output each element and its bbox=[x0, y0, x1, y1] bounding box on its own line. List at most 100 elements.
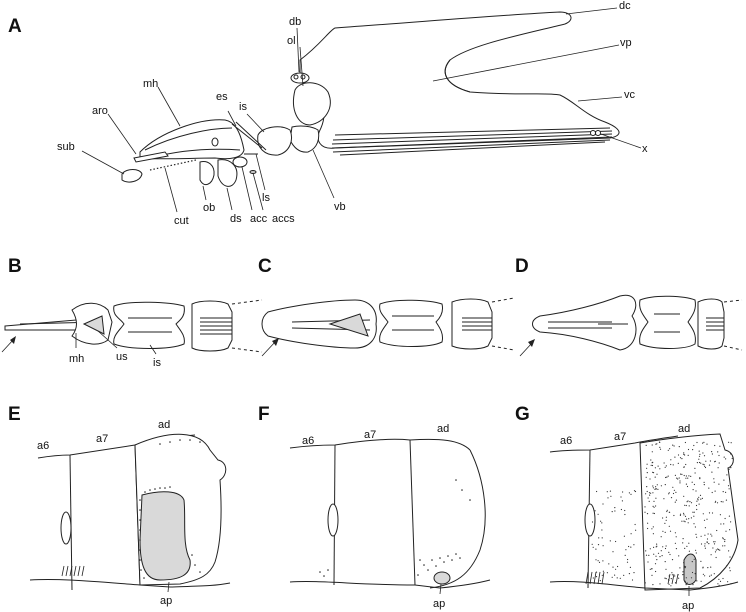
b-label-is: is bbox=[153, 357, 161, 369]
g-stipple bbox=[591, 441, 733, 587]
f-dorsal-line bbox=[289, 438, 471, 451]
e-oval bbox=[60, 511, 72, 545]
label-db: db bbox=[289, 16, 301, 28]
f-oval bbox=[327, 503, 339, 537]
vp-inner-curve bbox=[444, 59, 471, 93]
label-ob: ob bbox=[203, 202, 215, 214]
label-x: x bbox=[642, 143, 648, 155]
g-label-ap: ap bbox=[682, 600, 694, 612]
label-acc: acc bbox=[250, 213, 268, 225]
ds-lobe bbox=[217, 159, 238, 187]
panel-d: D bbox=[515, 256, 743, 357]
panel-g: G a6 a7 ad ap bbox=[515, 404, 739, 612]
c-head bbox=[261, 299, 377, 349]
es-rod bbox=[231, 123, 263, 149]
panel-letter-d: D bbox=[515, 256, 529, 277]
d-mid-lines bbox=[654, 313, 680, 333]
c-mid-lines bbox=[392, 315, 434, 331]
ob-lobe bbox=[199, 161, 215, 186]
g-hair-marks bbox=[585, 571, 679, 585]
b-label-us: us bbox=[116, 351, 128, 363]
striation-2 bbox=[332, 130, 613, 141]
f-ap-oval bbox=[433, 571, 451, 585]
c-right-striations bbox=[462, 317, 492, 331]
g-ap-patch bbox=[683, 553, 697, 585]
ol-lobe bbox=[293, 82, 331, 126]
e-label-ad: ad bbox=[158, 419, 170, 431]
label-es: es bbox=[216, 91, 228, 103]
db-structure bbox=[290, 72, 310, 84]
label-vp: vp bbox=[620, 37, 632, 49]
db-circle-2 bbox=[300, 74, 306, 80]
panel-letter-e: E bbox=[8, 404, 21, 425]
d-head bbox=[532, 294, 637, 351]
db-circle-1 bbox=[293, 74, 299, 80]
label-is: is bbox=[239, 101, 247, 113]
label-aro: aro bbox=[92, 105, 108, 117]
f-label-a6: a6 bbox=[302, 435, 314, 447]
panel-b: B mh us is bbox=[1, 256, 263, 369]
c-dashed-edges bbox=[491, 297, 515, 351]
label-vc: vc bbox=[624, 89, 636, 101]
e-bottom-line bbox=[29, 578, 231, 588]
e-stipple bbox=[139, 439, 201, 579]
label-ol: ol bbox=[287, 35, 296, 47]
x-circle-2 bbox=[595, 130, 601, 136]
panel-e: E a6 a7 ad ap bbox=[8, 404, 231, 607]
panel-letter-g: G bbox=[515, 404, 530, 425]
e-ap-patch bbox=[139, 491, 191, 581]
g-ad-segment bbox=[639, 433, 739, 591]
label-mh: mh bbox=[143, 78, 158, 90]
label-cut: cut bbox=[174, 215, 189, 227]
striation-6 bbox=[339, 141, 606, 156]
g-oval bbox=[584, 503, 596, 537]
g-dorsal-line bbox=[549, 435, 679, 453]
panel-letter-b: B bbox=[8, 256, 22, 277]
striation-5 bbox=[332, 139, 611, 153]
f-stipple bbox=[319, 479, 471, 577]
g-bottom-line bbox=[549, 581, 739, 591]
label-accs: accs bbox=[272, 213, 295, 225]
e-label-ap: ap bbox=[160, 595, 172, 607]
label-ds: ds bbox=[230, 213, 242, 225]
c-mid-segment bbox=[379, 299, 443, 347]
label-ls: ls bbox=[262, 192, 270, 204]
panel-c: C bbox=[258, 256, 515, 357]
dorsal-process-outline bbox=[299, 11, 620, 149]
aro-tip bbox=[133, 151, 169, 163]
e-label-a7: a7 bbox=[96, 433, 108, 445]
b-arrow-head bbox=[10, 336, 16, 344]
cut-dotted bbox=[149, 159, 197, 171]
mh-small-oval bbox=[211, 137, 219, 147]
sub-piece bbox=[121, 169, 143, 183]
f-bottom-line bbox=[289, 579, 491, 589]
b-mid-lines bbox=[128, 317, 172, 333]
d-right-segment bbox=[697, 298, 725, 350]
e-label-a6: a6 bbox=[37, 440, 49, 452]
d-arrow-shaft bbox=[519, 342, 533, 357]
label-sub: sub bbox=[57, 141, 75, 153]
panel-letter-c: C bbox=[258, 256, 272, 277]
panel-letter-a: A bbox=[8, 16, 22, 37]
is-piece bbox=[257, 126, 292, 156]
es-rod-2 bbox=[235, 121, 267, 151]
d-dashed-edges bbox=[723, 299, 743, 351]
b-mid-segment bbox=[113, 301, 185, 349]
f-a7-boundary bbox=[409, 439, 416, 586]
b-dashed-edges bbox=[231, 299, 263, 353]
f-ad-outline bbox=[429, 449, 486, 589]
g-label-a7: a7 bbox=[614, 431, 626, 443]
b-label-mh: mh bbox=[69, 353, 84, 365]
acc-lobe bbox=[232, 156, 248, 168]
d-right-striations bbox=[706, 317, 724, 331]
d-rod-lines bbox=[548, 321, 612, 329]
g-label-a6: a6 bbox=[560, 435, 572, 447]
c-grey-triangle bbox=[328, 313, 369, 337]
d-arrow-head bbox=[528, 339, 535, 347]
x-circle-1 bbox=[590, 130, 596, 136]
f-label-ap: ap bbox=[433, 598, 445, 610]
vb-neck bbox=[289, 125, 320, 153]
striation-4 bbox=[331, 136, 613, 149]
d-mid-segment bbox=[639, 295, 696, 349]
